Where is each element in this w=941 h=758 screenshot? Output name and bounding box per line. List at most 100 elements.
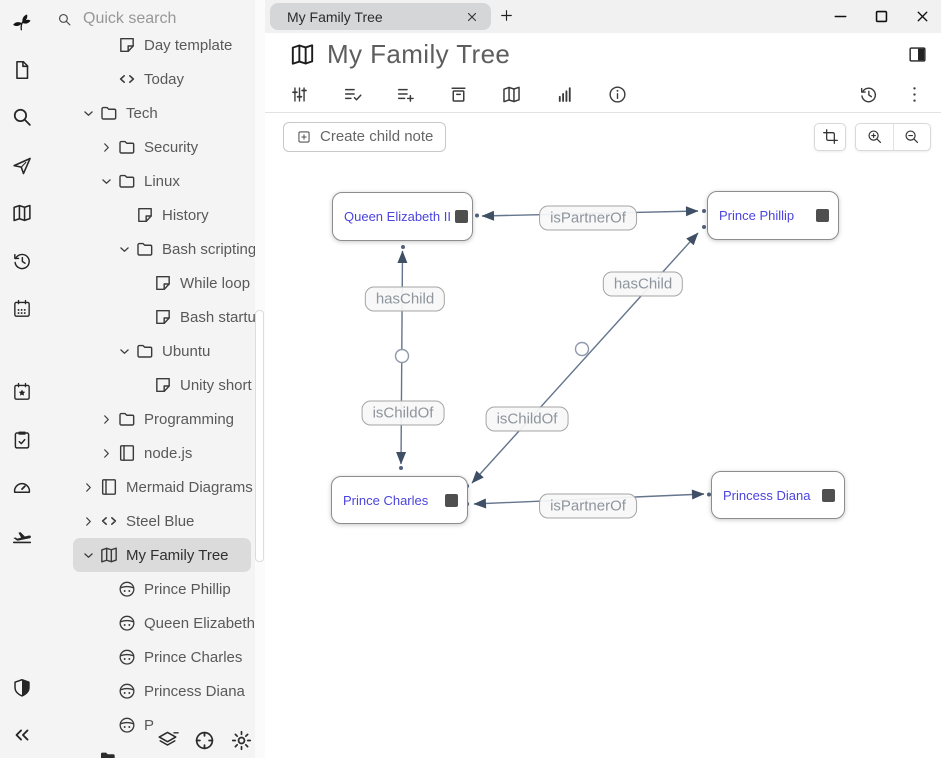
plus-icon bbox=[498, 7, 515, 24]
relation-map-toolbar: Create child note bbox=[265, 113, 941, 160]
new-note-icon bbox=[11, 59, 33, 81]
tree-item-ubuntu[interactable]: Ubuntu bbox=[44, 334, 255, 368]
quick-search-input[interactable] bbox=[81, 9, 235, 29]
rail-recent-changes-button[interactable] bbox=[0, 250, 44, 274]
node-title[interactable]: Prince Charles bbox=[343, 492, 429, 508]
rail-jump-to-note-button[interactable] bbox=[0, 155, 44, 179]
tab-close-icon[interactable] bbox=[465, 10, 479, 24]
recent-changes-icon bbox=[11, 250, 33, 272]
ribbon-list-plus-icon[interactable] bbox=[395, 84, 416, 105]
ribbon-map-icon[interactable] bbox=[501, 84, 522, 105]
tree-item-princess-diana[interactable]: Princess Diana bbox=[44, 674, 255, 708]
rail-protected-session-button[interactable] bbox=[0, 677, 44, 701]
tree-item-unity-short[interactable]: Unity short bbox=[44, 368, 255, 402]
node-title[interactable]: Queen Elizabeth II bbox=[344, 209, 451, 224]
ribbon-sliders-icon[interactable] bbox=[289, 84, 310, 105]
tree-item-label: P bbox=[144, 716, 155, 734]
edge-child-diagonal[interactable] bbox=[471, 232, 699, 484]
tree-item-bash-startu[interactable]: Bash startu bbox=[44, 300, 255, 334]
chevron-right-icon[interactable] bbox=[78, 514, 99, 529]
node-drag-handle[interactable] bbox=[822, 488, 835, 502]
node-title[interactable]: Prince Phillip bbox=[719, 208, 795, 223]
ribbon-bar-chart-icon[interactable] bbox=[554, 84, 575, 105]
node-drag-handle[interactable] bbox=[445, 493, 458, 507]
tree-item-while-loop[interactable]: While loop bbox=[44, 266, 255, 300]
note-title[interactable]: My Family Tree bbox=[327, 39, 511, 69]
tree-item-day-template[interactable]: Day template bbox=[44, 28, 255, 62]
edge-label[interactable]: isChildOf bbox=[485, 406, 569, 432]
tree-item-prince-charles[interactable]: Prince Charles bbox=[44, 640, 255, 674]
layers-icon[interactable] bbox=[156, 729, 179, 752]
tree-item-security[interactable]: Security bbox=[44, 130, 255, 164]
tree-item-p[interactable]: P bbox=[44, 708, 255, 742]
window-close-button[interactable] bbox=[914, 8, 931, 25]
map-node-prince-phillip[interactable]: Prince Phillip bbox=[707, 191, 839, 240]
tree-item-programming[interactable]: Programming bbox=[44, 402, 255, 436]
tree-item-tech[interactable]: Tech bbox=[44, 96, 255, 130]
ribbon-history-icon[interactable] bbox=[858, 84, 879, 105]
ribbon-info-icon[interactable] bbox=[607, 84, 628, 105]
edge-label[interactable]: isPartnerOf bbox=[539, 205, 637, 231]
tree-item-node-js[interactable]: node.js bbox=[44, 436, 255, 470]
tree-item-queen-elizabeth[interactable]: Queen Elizabeth bbox=[44, 606, 255, 640]
edge-label[interactable]: hasChild bbox=[364, 286, 446, 312]
chevron-down-icon[interactable] bbox=[114, 242, 135, 257]
map-node-queen-elizabeth-ii[interactable]: Queen Elizabeth II bbox=[332, 192, 473, 241]
target-icon[interactable] bbox=[193, 729, 216, 752]
window-maximize-button[interactable] bbox=[873, 8, 890, 25]
quick-search[interactable] bbox=[44, 0, 265, 38]
map-node-prince-charles[interactable]: Prince Charles bbox=[331, 476, 468, 524]
tree-indent bbox=[96, 38, 117, 53]
chevron-down-icon[interactable] bbox=[96, 174, 117, 189]
zoom-in-button[interactable] bbox=[856, 123, 894, 150]
map-node-princess-diana[interactable]: Princess Diana bbox=[711, 471, 845, 519]
edge-midpoint[interactable] bbox=[394, 348, 410, 364]
rail-new-note-button[interactable] bbox=[0, 59, 44, 83]
tree-scrollbar[interactable] bbox=[255, 310, 264, 562]
edge-label[interactable]: isChildOf bbox=[361, 400, 445, 426]
toggle-right-pane-icon[interactable] bbox=[907, 44, 928, 65]
rail-trilium-logo-button[interactable] bbox=[0, 11, 44, 35]
settings-icon[interactable] bbox=[230, 729, 253, 752]
chevron-down-icon[interactable] bbox=[78, 548, 99, 563]
edge-midpoint[interactable] bbox=[574, 341, 590, 357]
tree-item-linux[interactable]: Linux bbox=[44, 164, 255, 198]
tree-item-history[interactable]: History bbox=[44, 198, 255, 232]
rail-search-button[interactable] bbox=[0, 106, 44, 130]
reset-pan-zoom-button[interactable] bbox=[814, 122, 846, 151]
chevron-right-icon[interactable] bbox=[78, 480, 99, 495]
create-child-note-button[interactable]: Create child note bbox=[283, 121, 447, 152]
rail-collapse-tree-button[interactable] bbox=[0, 724, 44, 748]
new-tab-button[interactable] bbox=[495, 4, 519, 28]
tree-item-today[interactable]: Today bbox=[44, 62, 255, 96]
tree-item-prince-phillip[interactable]: Prince Phillip bbox=[44, 572, 255, 606]
rail-task-list-button[interactable] bbox=[0, 429, 44, 453]
node-drag-handle[interactable] bbox=[816, 209, 829, 222]
tree-item-mermaid-diagrams[interactable]: Mermaid Diagrams bbox=[44, 470, 255, 504]
ribbon-kebab-icon[interactable] bbox=[904, 84, 925, 105]
rail-dashboard-button[interactable] bbox=[0, 477, 44, 501]
chevron-right-icon[interactable] bbox=[96, 446, 117, 461]
edge-label[interactable]: isPartnerOf bbox=[539, 493, 637, 519]
chevron-right-icon[interactable] bbox=[96, 140, 117, 155]
ribbon-archive-icon[interactable] bbox=[448, 84, 469, 105]
zoom-out-button[interactable] bbox=[894, 124, 931, 150]
tree-item-my-family-tree[interactable]: My Family Tree bbox=[73, 538, 251, 572]
tree-item-bash-scripting[interactable]: Bash scripting bbox=[44, 232, 255, 266]
edge-label[interactable]: hasChild bbox=[602, 271, 684, 297]
tab-my-family-tree[interactable]: My Family Tree bbox=[270, 3, 491, 30]
ribbon-list-check-icon[interactable] bbox=[342, 84, 363, 105]
rail-note-map-button[interactable] bbox=[0, 202, 44, 226]
tree-item-steel-blue[interactable]: Steel Blue bbox=[44, 504, 255, 538]
chevron-down-icon[interactable] bbox=[114, 344, 135, 359]
edge-child-left[interactable] bbox=[396, 250, 408, 465]
node-drag-handle[interactable] bbox=[454, 210, 468, 223]
rail-bookmarked-notes-button[interactable] bbox=[0, 381, 44, 405]
rail-calendar-button[interactable] bbox=[0, 298, 44, 322]
tree-item-label: Steel Blue bbox=[126, 512, 195, 530]
node-title[interactable]: Princess Diana bbox=[723, 487, 811, 503]
chevron-right-icon[interactable] bbox=[96, 412, 117, 427]
chevron-down-icon[interactable] bbox=[78, 106, 99, 121]
rail-travel-notes-button[interactable] bbox=[0, 525, 44, 549]
window-minimize-button[interactable] bbox=[832, 8, 849, 25]
